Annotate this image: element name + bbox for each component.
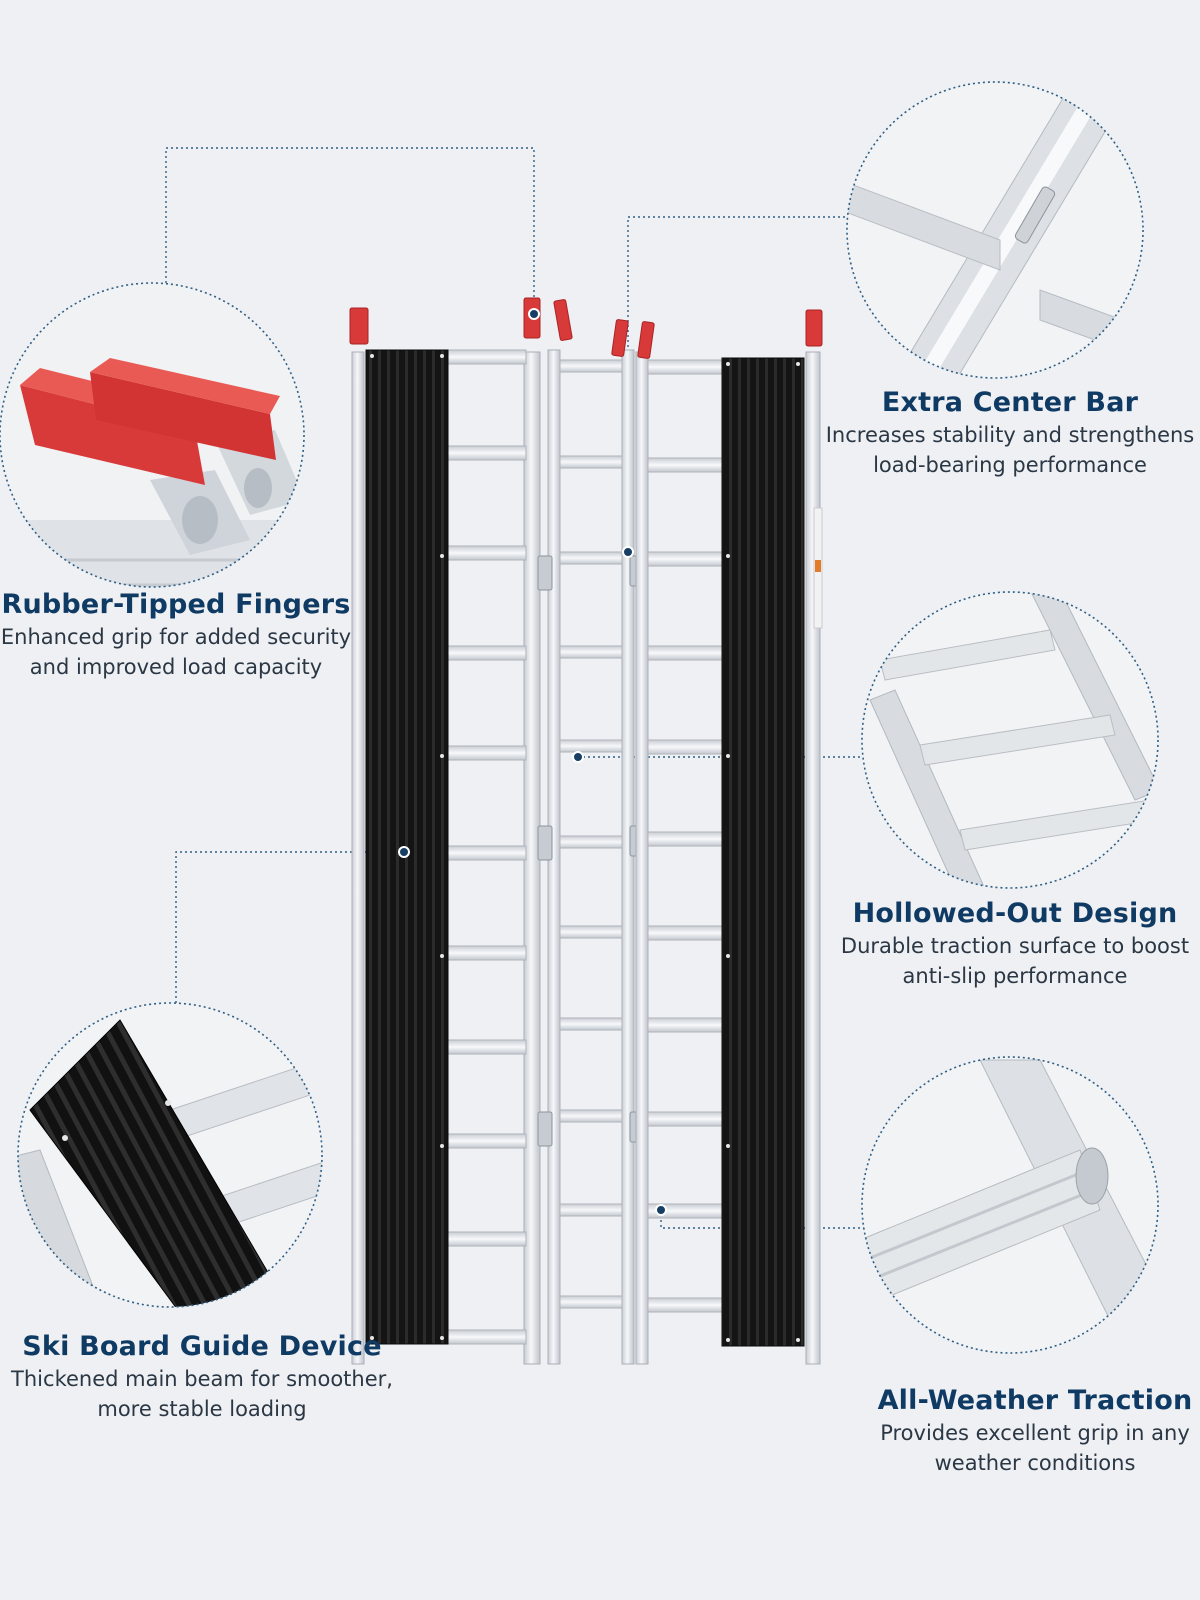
- callout-dots: [398, 308, 667, 1216]
- zoom-circle-rubber-tips: [0, 282, 305, 588]
- feature-extra-center-bar: Extra Center Bar Increases stability and…: [820, 386, 1200, 480]
- zoom-circle-all-weather: [861, 1056, 1159, 1354]
- feature-desc-line: more stable loading: [97, 1397, 307, 1421]
- zoom-circle-hollowed-out: [861, 591, 1159, 889]
- feature-desc-line: load-bearing performance: [873, 453, 1147, 477]
- feature-desc-line: anti-slip performance: [902, 964, 1128, 988]
- feature-desc-line: Enhanced grip for added security: [0, 625, 352, 649]
- feature-desc-line: Provides excellent grip in any: [880, 1421, 1190, 1445]
- feature-ski-board-guide-device: Ski Board Guide Device Thickened main be…: [0, 1330, 404, 1424]
- feature-desc-line: Thickened main beam for smoother,: [11, 1367, 393, 1391]
- feature-title: Rubber-Tipped Fingers: [1, 589, 351, 620]
- zoom-circle-center-bar: [846, 81, 1144, 379]
- feature-desc-line: Increases stability and strengthens: [825, 423, 1195, 447]
- feature-title: Ski Board Guide Device: [22, 1331, 382, 1362]
- feature-rubber-tipped-fingers: Rubber-Tipped Fingers Enhanced grip for …: [0, 588, 352, 682]
- feature-desc-line: Durable traction surface to boost: [840, 934, 1190, 958]
- feature-all-weather-traction: All-Weather Traction Provides excellent …: [870, 1384, 1200, 1478]
- zoom-circle-ski-board: [17, 1002, 323, 1308]
- feature-title: All-Weather Traction: [877, 1385, 1193, 1416]
- feature-title: Extra Center Bar: [881, 387, 1139, 418]
- feature-desc-line: weather conditions: [934, 1451, 1136, 1475]
- feature-hollowed-out-design: Hollowed-Out Design Durable traction sur…: [830, 897, 1200, 991]
- feature-title: Hollowed-Out Design: [852, 898, 1178, 929]
- folding-ramp: [349, 297, 823, 1365]
- feature-desc-line: and improved load capacity: [29, 655, 323, 679]
